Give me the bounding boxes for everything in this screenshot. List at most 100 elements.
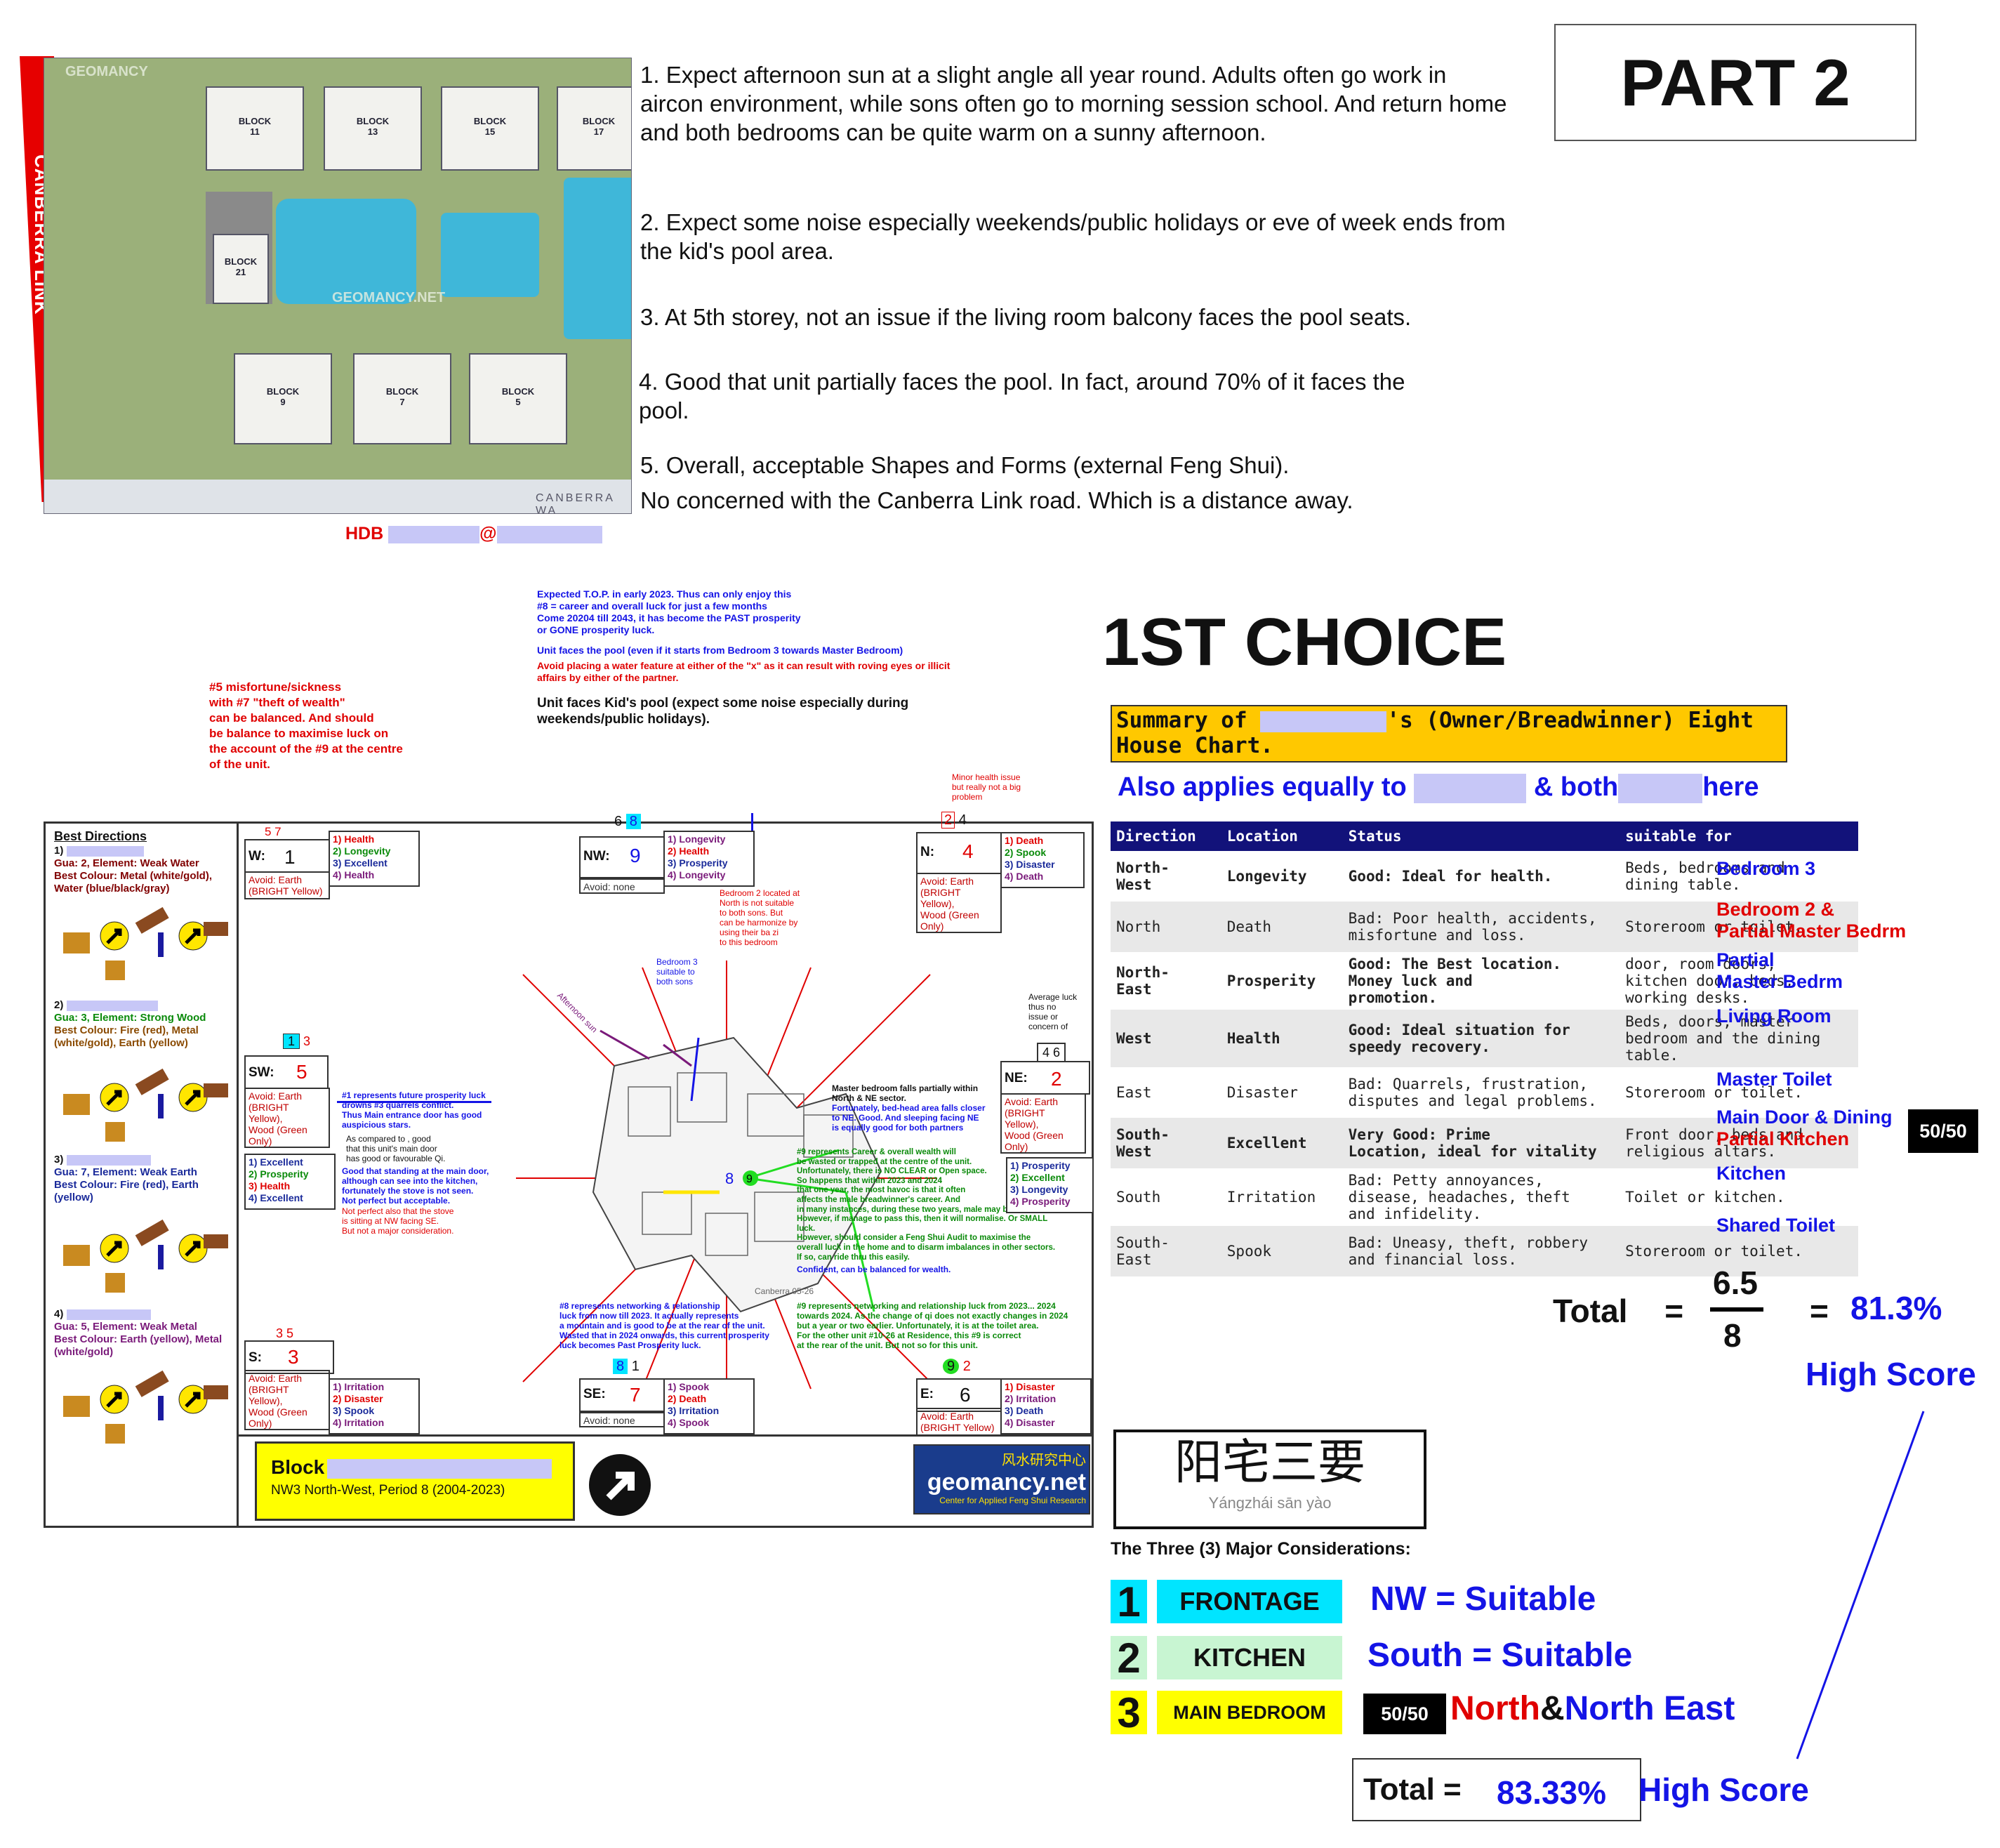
nw-avoid: Avoid: none — [579, 878, 665, 894]
consideration-1-value: NW = Suitable — [1370, 1580, 1596, 1618]
avoid-water-note: Avoid placing a water feature at either … — [537, 660, 951, 683]
cell-dir: North- West — [1111, 851, 1221, 902]
assignment-blue: Bedroom 3 — [1716, 858, 1816, 879]
nw-top-stars: 6 8 — [614, 814, 641, 830]
ne-top-stars: 4 6 — [1037, 1043, 1066, 1063]
consideration-2-label: KITCHEN — [1157, 1636, 1342, 1679]
part-title: PART 2 — [1554, 24, 1916, 141]
block-9: BLOCK 9 — [234, 353, 332, 444]
assignment-blue: Partial Master Bedrm — [1716, 949, 1843, 992]
direction-arrows-icon — [63, 1370, 228, 1444]
col-suitable: suitable for — [1620, 821, 1858, 851]
row-assignment: Kitchen — [1716, 1163, 1786, 1184]
bedroom2-note: Bedroom 2 located at North is not suitab… — [720, 888, 800, 947]
score-high: High Score — [1806, 1356, 1976, 1392]
considerations-title: The Three (3) Major Considerations: — [1111, 1539, 1411, 1559]
sw-avoid: Avoid: Earth (BRIGHT Yellow), Wood (Gree… — [244, 1088, 330, 1148]
note-4: 4. Good that unit partially faces the po… — [639, 369, 1405, 423]
ne-sector: NE: 2 — [1000, 1061, 1090, 1095]
block-15: BLOCK 15 — [441, 86, 539, 171]
faces-pool-note: Unit faces the pool (even if it starts f… — [537, 645, 903, 656]
se-avoid: Avoid: none — [579, 1412, 665, 1427]
score-total: Total = — [1553, 1293, 1684, 1329]
assignment-red: Partial Kitchen — [1716, 1128, 1850, 1149]
note-9-confident: Confident, can be balanced for wealth. — [797, 1265, 951, 1274]
eight-house-table: Direction Location Status suitable for N… — [1111, 821, 1858, 1276]
consideration-3-value: North&North East — [1450, 1690, 1735, 1727]
ne-avoid: Avoid: Earth (BRIGHT Yellow), Wood (Gree… — [1000, 1093, 1086, 1154]
top-note: Expected T.O.P. in early 2023. Thus can … — [537, 588, 801, 635]
block-panel: Block NW3 North-West, Period 8 (2004-202… — [255, 1441, 575, 1521]
nw-sector: NW: 9 — [579, 836, 670, 878]
w-sector: W: 1 — [244, 839, 334, 873]
watermark: GEOMANCY — [65, 64, 148, 79]
cell-dir: South- East — [1111, 1226, 1221, 1276]
consideration-3-number: 3 — [1111, 1689, 1147, 1736]
consideration-1-label: FRONTAGE — [1157, 1580, 1342, 1623]
cell-suit: Storeroom or toilet. — [1620, 1226, 1858, 1276]
score-percent: 81.3% — [1850, 1290, 1942, 1326]
facing-arrow-icon — [589, 1454, 651, 1516]
eight-house-chart: Best Directions 1) Gua: 2, Element: Weak… — [44, 812, 1094, 1528]
three-high-score: High Score — [1638, 1771, 1809, 1808]
note-3: 3. At 5th storey, not an issue if the li… — [640, 304, 1412, 330]
kids-pool-note: Unit faces Kid's pool (expect some noise… — [537, 696, 909, 727]
block-7: BLOCK 7 — [353, 353, 451, 444]
e-sector: E: 6 — [916, 1378, 1006, 1412]
svg-text:Canberra 05-26: Canberra 05-26 — [755, 1286, 814, 1296]
se-top-stars: 8 1 — [613, 1359, 640, 1375]
cell-loc: Excellent — [1221, 1118, 1343, 1168]
assignment-blue: Master Toilet — [1716, 1069, 1832, 1090]
cell-suit: Front door, beds and religious altars. — [1620, 1118, 1858, 1168]
cell-suit: Storeroom or toilet. — [1620, 1067, 1858, 1118]
note-8-networking: #8 represents networking & relationship … — [559, 1301, 769, 1350]
note-2: 2. Expect some noise especially weekends… — [640, 209, 1506, 264]
block-11: BLOCK 11 — [206, 86, 304, 171]
row-assignment: Partial Master Bedrm — [1716, 949, 1843, 993]
cell-suit: Beds, bedrooms and dining table. — [1620, 851, 1858, 902]
e-top-stars: 9 2 — [943, 1359, 971, 1375]
cell-dir: North — [1111, 902, 1221, 952]
cell-suit: door, room doors, kitchen door, beds, wo… — [1620, 952, 1858, 1010]
direction-arrows-icon — [63, 1219, 228, 1293]
cell-status: Bad: Poor health, accidents, misfortune … — [1342, 902, 1620, 952]
se-sector: SE: 7 — [579, 1378, 670, 1412]
score-numerator: 6.5 — [1713, 1265, 1758, 1301]
redacted-box — [388, 525, 480, 543]
cell-dir: South- West — [1111, 1118, 1221, 1168]
cell-status: Good: Ideal for health. — [1342, 851, 1620, 902]
cell-suit: Storeroom or toilet. — [1620, 902, 1858, 952]
assignment-red: Bedroom 2 & Partial Master Bedrm — [1716, 899, 1907, 942]
cell-suit: Beds, doors, master bedroom and the dini… — [1620, 1010, 1858, 1067]
svg-text:9: 9 — [746, 1173, 753, 1185]
cell-loc: Longevity — [1221, 851, 1343, 902]
minor-health-note: Minor health issue but really not a big … — [952, 772, 1021, 802]
consideration-2-value: South = Suitable — [1367, 1637, 1633, 1674]
cell-status: Good: Ideal situation for speedy recover… — [1342, 1010, 1620, 1067]
direction-arrows-icon — [63, 906, 228, 980]
site-plan-map: BLOCK 11 BLOCK 13 BLOCK 15 BLOCK 17 BLOC… — [44, 58, 632, 514]
watermark: GEOMANCY.NET — [332, 290, 446, 305]
s-sector: S: 3 — [244, 1340, 334, 1374]
cell-status: Good: The Best location. Money luck and … — [1342, 952, 1620, 1010]
redacted-box — [327, 1458, 552, 1479]
col-location: Location — [1221, 821, 1343, 851]
block-13: BLOCK 13 — [324, 86, 422, 171]
street-label: CANBERRA WA — [536, 492, 615, 514]
note-5: 5. Overall, acceptable Shapes and Forms … — [640, 452, 1290, 478]
note-1: 1. Expect afternoon sun at a slight angl… — [640, 62, 1507, 145]
connector-line — [1796, 1411, 1925, 1760]
cell-status: Very Good: Prime Location, ideal for vit… — [1342, 1118, 1620, 1168]
